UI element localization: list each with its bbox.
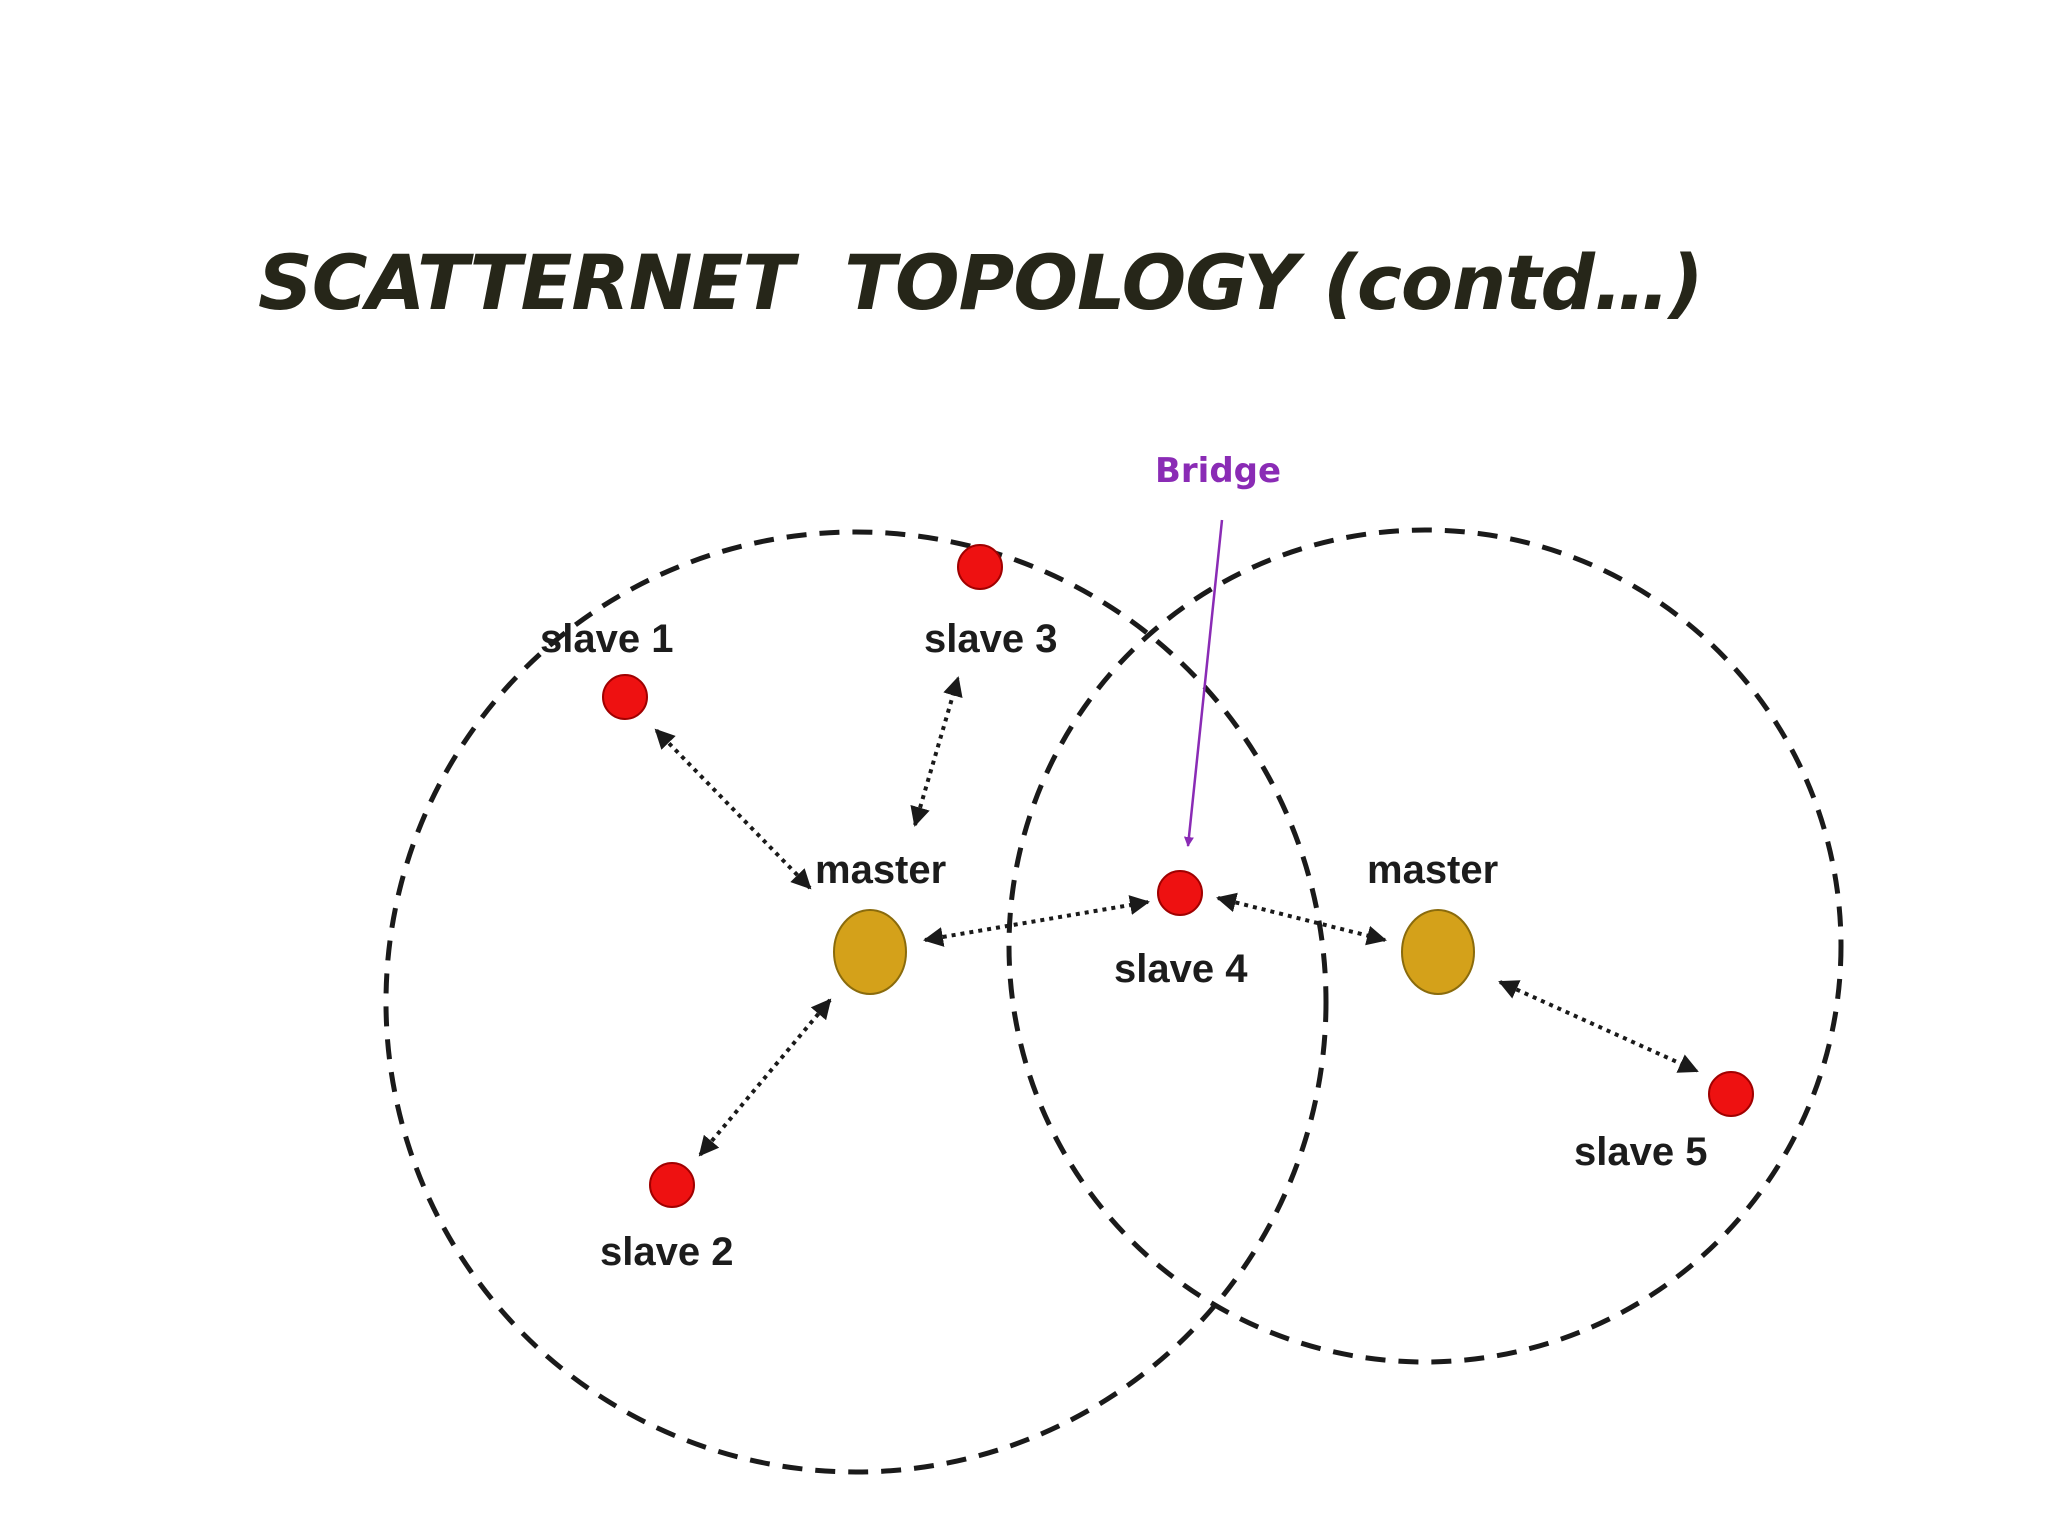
link-master1-slave3 xyxy=(910,676,963,827)
slave-2-node xyxy=(649,1162,695,1208)
slave-5-node xyxy=(1708,1071,1754,1117)
link-master1-slave4 xyxy=(923,895,1150,947)
bridge-label: Bridge xyxy=(1155,451,1281,491)
slave-2-label: slave 2 xyxy=(600,1230,733,1274)
link-slave4-master2 xyxy=(1216,892,1387,946)
master-2-node xyxy=(1401,909,1475,995)
link-master1-slave2 xyxy=(698,998,832,1157)
master-1-label: master xyxy=(815,848,946,892)
slave-4-node xyxy=(1157,870,1203,916)
master-2-label: master xyxy=(1367,848,1498,892)
slave-3-node xyxy=(957,544,1003,590)
bridge-pointer xyxy=(1183,519,1224,847)
slave-5-label: slave 5 xyxy=(1574,1130,1707,1174)
slide-title: SCATTERNET TOPOLOGY (contd…) xyxy=(258,238,1704,327)
master-1-node xyxy=(833,909,907,995)
slave-1-label: slave 1 xyxy=(540,617,673,661)
slave-4-label: slave 4 xyxy=(1114,947,1248,991)
slave-1-node xyxy=(602,674,648,720)
link-master1-slave1 xyxy=(654,728,812,890)
link-master2-slave5 xyxy=(1498,980,1699,1073)
piconet-1-range xyxy=(383,529,1329,1475)
slave-3-label: slave 3 xyxy=(924,617,1057,661)
